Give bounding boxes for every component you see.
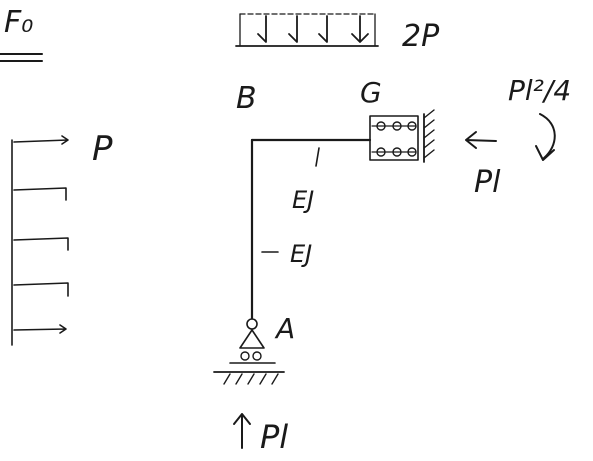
load-arrow-2 xyxy=(13,187,67,201)
top-load-arrow-3 xyxy=(318,15,328,43)
actions-a: Pl xyxy=(233,413,288,456)
support-a-roller-1 xyxy=(240,351,250,361)
top-load-arrow-1 xyxy=(257,15,267,43)
force-g-label: Pl xyxy=(474,165,501,200)
beam-stiffness-label: EJ xyxy=(292,186,314,214)
beam-stiffness-tick xyxy=(315,147,320,167)
stiffness-labels: EJ EJ xyxy=(261,147,320,268)
force-g-arrow xyxy=(465,131,497,149)
support-g-wall-hatch xyxy=(423,109,435,159)
moment-g-label: Pl²/4 xyxy=(508,74,571,107)
left-distributed-load: P xyxy=(11,129,113,346)
support-g: G xyxy=(360,76,435,163)
node-a-label: A xyxy=(274,312,295,345)
frame: B xyxy=(236,81,372,320)
support-a-triangle xyxy=(239,329,265,349)
load-arrow-4 xyxy=(13,282,69,297)
top-load-arrow-4 xyxy=(351,15,369,43)
load-arrow-5 xyxy=(13,324,67,334)
force-a-label: Pl xyxy=(260,418,288,456)
support-a-hinge xyxy=(246,318,258,330)
support-a: A xyxy=(213,312,295,385)
support-g-plate xyxy=(369,115,419,161)
top-load-arrow-2 xyxy=(288,15,298,43)
support-a-roller-2 xyxy=(252,351,262,361)
load-top-label: 2P xyxy=(402,19,440,54)
load-left-label: P xyxy=(92,129,113,169)
actions-g: Pl Pl²/4 xyxy=(465,74,571,200)
title-label: F₀ xyxy=(4,5,33,40)
column-stiffness-label: EJ xyxy=(290,240,312,268)
force-a-arrow xyxy=(233,413,251,449)
load-arrow-3 xyxy=(13,237,69,251)
moment-g-arrow xyxy=(535,113,556,161)
support-a-ground-hatch xyxy=(223,373,279,385)
node-b-label: B xyxy=(236,81,257,116)
node-g-label: G xyxy=(360,76,382,109)
top-distributed-load: 2P xyxy=(235,13,440,54)
load-arrow-1 xyxy=(13,135,69,145)
title-block: F₀ xyxy=(0,5,43,62)
